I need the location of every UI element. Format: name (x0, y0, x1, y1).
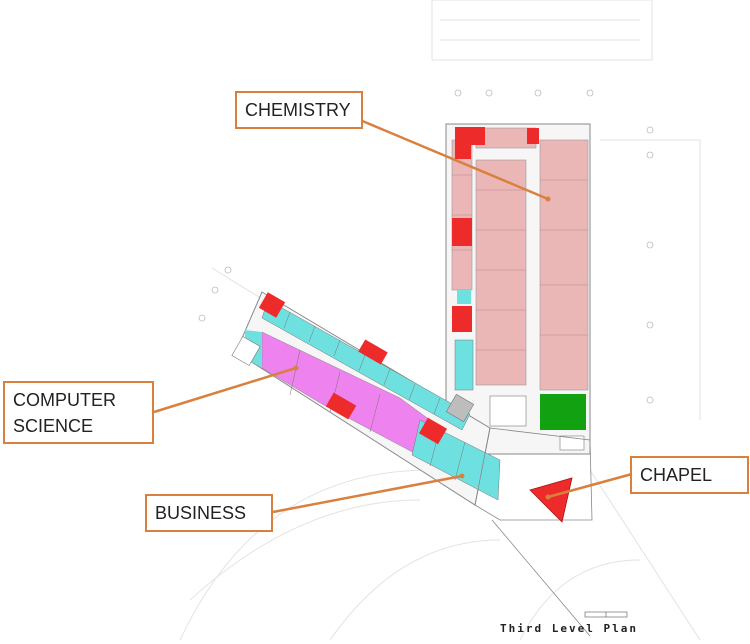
diagonal-wing (231, 291, 501, 506)
computer-science-label: COMPUTER SCIENCE (3, 381, 154, 444)
stair (489, 395, 527, 427)
stair (559, 435, 585, 451)
chemistry-wing (445, 123, 591, 455)
cyan-corridor-north (261, 299, 471, 431)
stair (445, 393, 475, 423)
leader-chapel (547, 472, 633, 499)
chemistry-label: CHEMISTRY (235, 91, 363, 129)
support-room (418, 417, 448, 445)
support-room (325, 392, 357, 420)
grid-markers (198, 89, 654, 404)
lobby (474, 427, 593, 637)
leader-chemistry (359, 118, 549, 201)
stair (231, 336, 261, 366)
chapel-zone (529, 477, 573, 523)
support-room (452, 218, 472, 246)
chemistry-zone-east (539, 139, 589, 391)
chapel-label: CHAPEL (630, 456, 749, 494)
support-room (358, 339, 388, 365)
support-room (455, 145, 471, 159)
support-room (455, 127, 485, 145)
leader-lines (153, 118, 633, 514)
support-room (258, 292, 286, 318)
chapel-label-text: CHAPEL (640, 465, 713, 485)
business-label-text: BUSINESS (155, 503, 247, 523)
chemistry-label-text: CHEMISTRY (245, 100, 351, 120)
plan-title: Third Level Plan (500, 622, 638, 635)
support-room (527, 128, 539, 144)
chemistry-zone-west (475, 159, 527, 386)
support-room (452, 306, 472, 332)
cyan-room (454, 339, 474, 391)
cyan-room (457, 290, 471, 304)
leader-business (272, 474, 463, 514)
computer-science-label-line2: SCIENCE (13, 416, 94, 436)
computer-science-label-line1: COMPUTER (13, 390, 116, 410)
leader-computer-science (153, 366, 297, 414)
green-room (540, 394, 586, 430)
scale-bar (584, 611, 628, 618)
business-label: BUSINESS (145, 494, 273, 532)
